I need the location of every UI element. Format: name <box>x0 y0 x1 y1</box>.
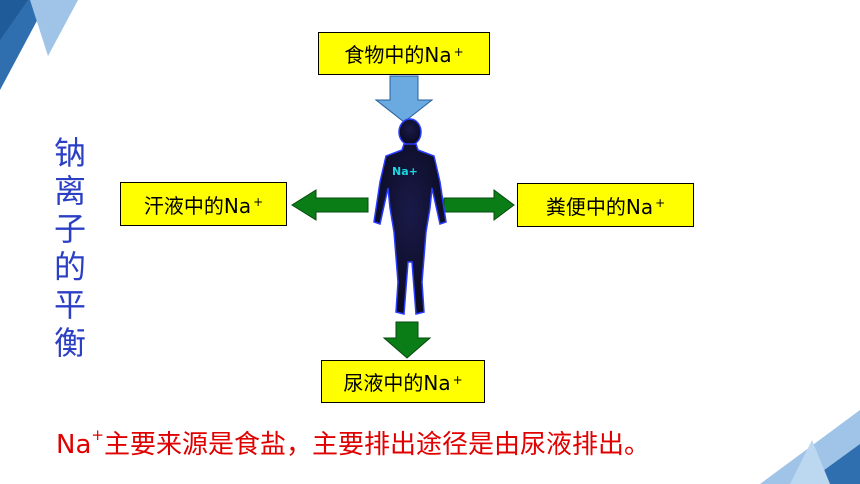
body-sodium-label: Na+ <box>392 165 418 178</box>
title-char: 平 <box>53 286 86 324</box>
title-char: 子 <box>53 210 86 248</box>
arrow-down-urine <box>382 321 432 359</box>
note-text: 主要来源是食盐，主要排出途径是由尿液排出。 <box>103 430 650 460</box>
urine-sodium-label: 尿液中的Na <box>343 371 451 395</box>
title-char: 衡 <box>53 324 86 362</box>
sweat-sodium-box: 汗液中的Na+ <box>120 182 287 226</box>
note-sup: + <box>91 426 104 445</box>
vertical-title: 钠 离 子 的 平 衡 <box>50 134 90 362</box>
arrow-right-feces <box>443 189 515 221</box>
sweat-sodium-sup: + <box>253 195 264 209</box>
title-char: 钠 <box>53 134 86 172</box>
feces-sodium-box: 粪便中的Na+ <box>517 183 694 227</box>
food-sodium-box: 食物中的Na+ <box>318 32 490 75</box>
sweat-sodium-label: 汗液中的Na <box>143 193 252 218</box>
urine-sodium-box: 尿液中的Na+ <box>321 360 485 403</box>
bottom-note: Na+主要来源是食盐，主要排出途径是由尿液排出。 <box>56 424 650 461</box>
food-sodium-label: 食物中的Na <box>344 43 452 67</box>
arrow-down-intake <box>374 75 434 123</box>
feces-sodium-sup: + <box>655 196 666 210</box>
feces-sodium-label: 粪便中的Na <box>545 194 654 219</box>
note-prefix: Na <box>56 430 92 460</box>
human-body-figure <box>373 118 447 315</box>
arrow-left-sweat <box>291 189 369 221</box>
title-char: 离 <box>53 172 86 210</box>
urine-sodium-sup: + <box>452 372 463 387</box>
food-sodium-sup: + <box>453 44 464 59</box>
title-char: 的 <box>53 248 86 286</box>
